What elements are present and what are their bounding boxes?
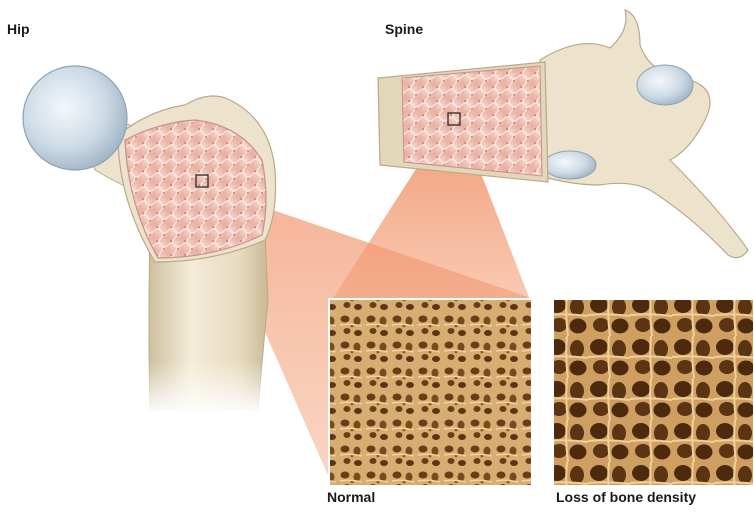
normal-caption: Normal (327, 489, 375, 505)
loss-of-density-caption: Loss of bone density (556, 489, 696, 505)
spine-label: Spine (385, 21, 423, 37)
hip-label: Hip (7, 21, 30, 37)
normal-bone-sample (329, 299, 532, 486)
low-density-bone-sample (553, 299, 754, 486)
femur-illustration (23, 66, 280, 415)
